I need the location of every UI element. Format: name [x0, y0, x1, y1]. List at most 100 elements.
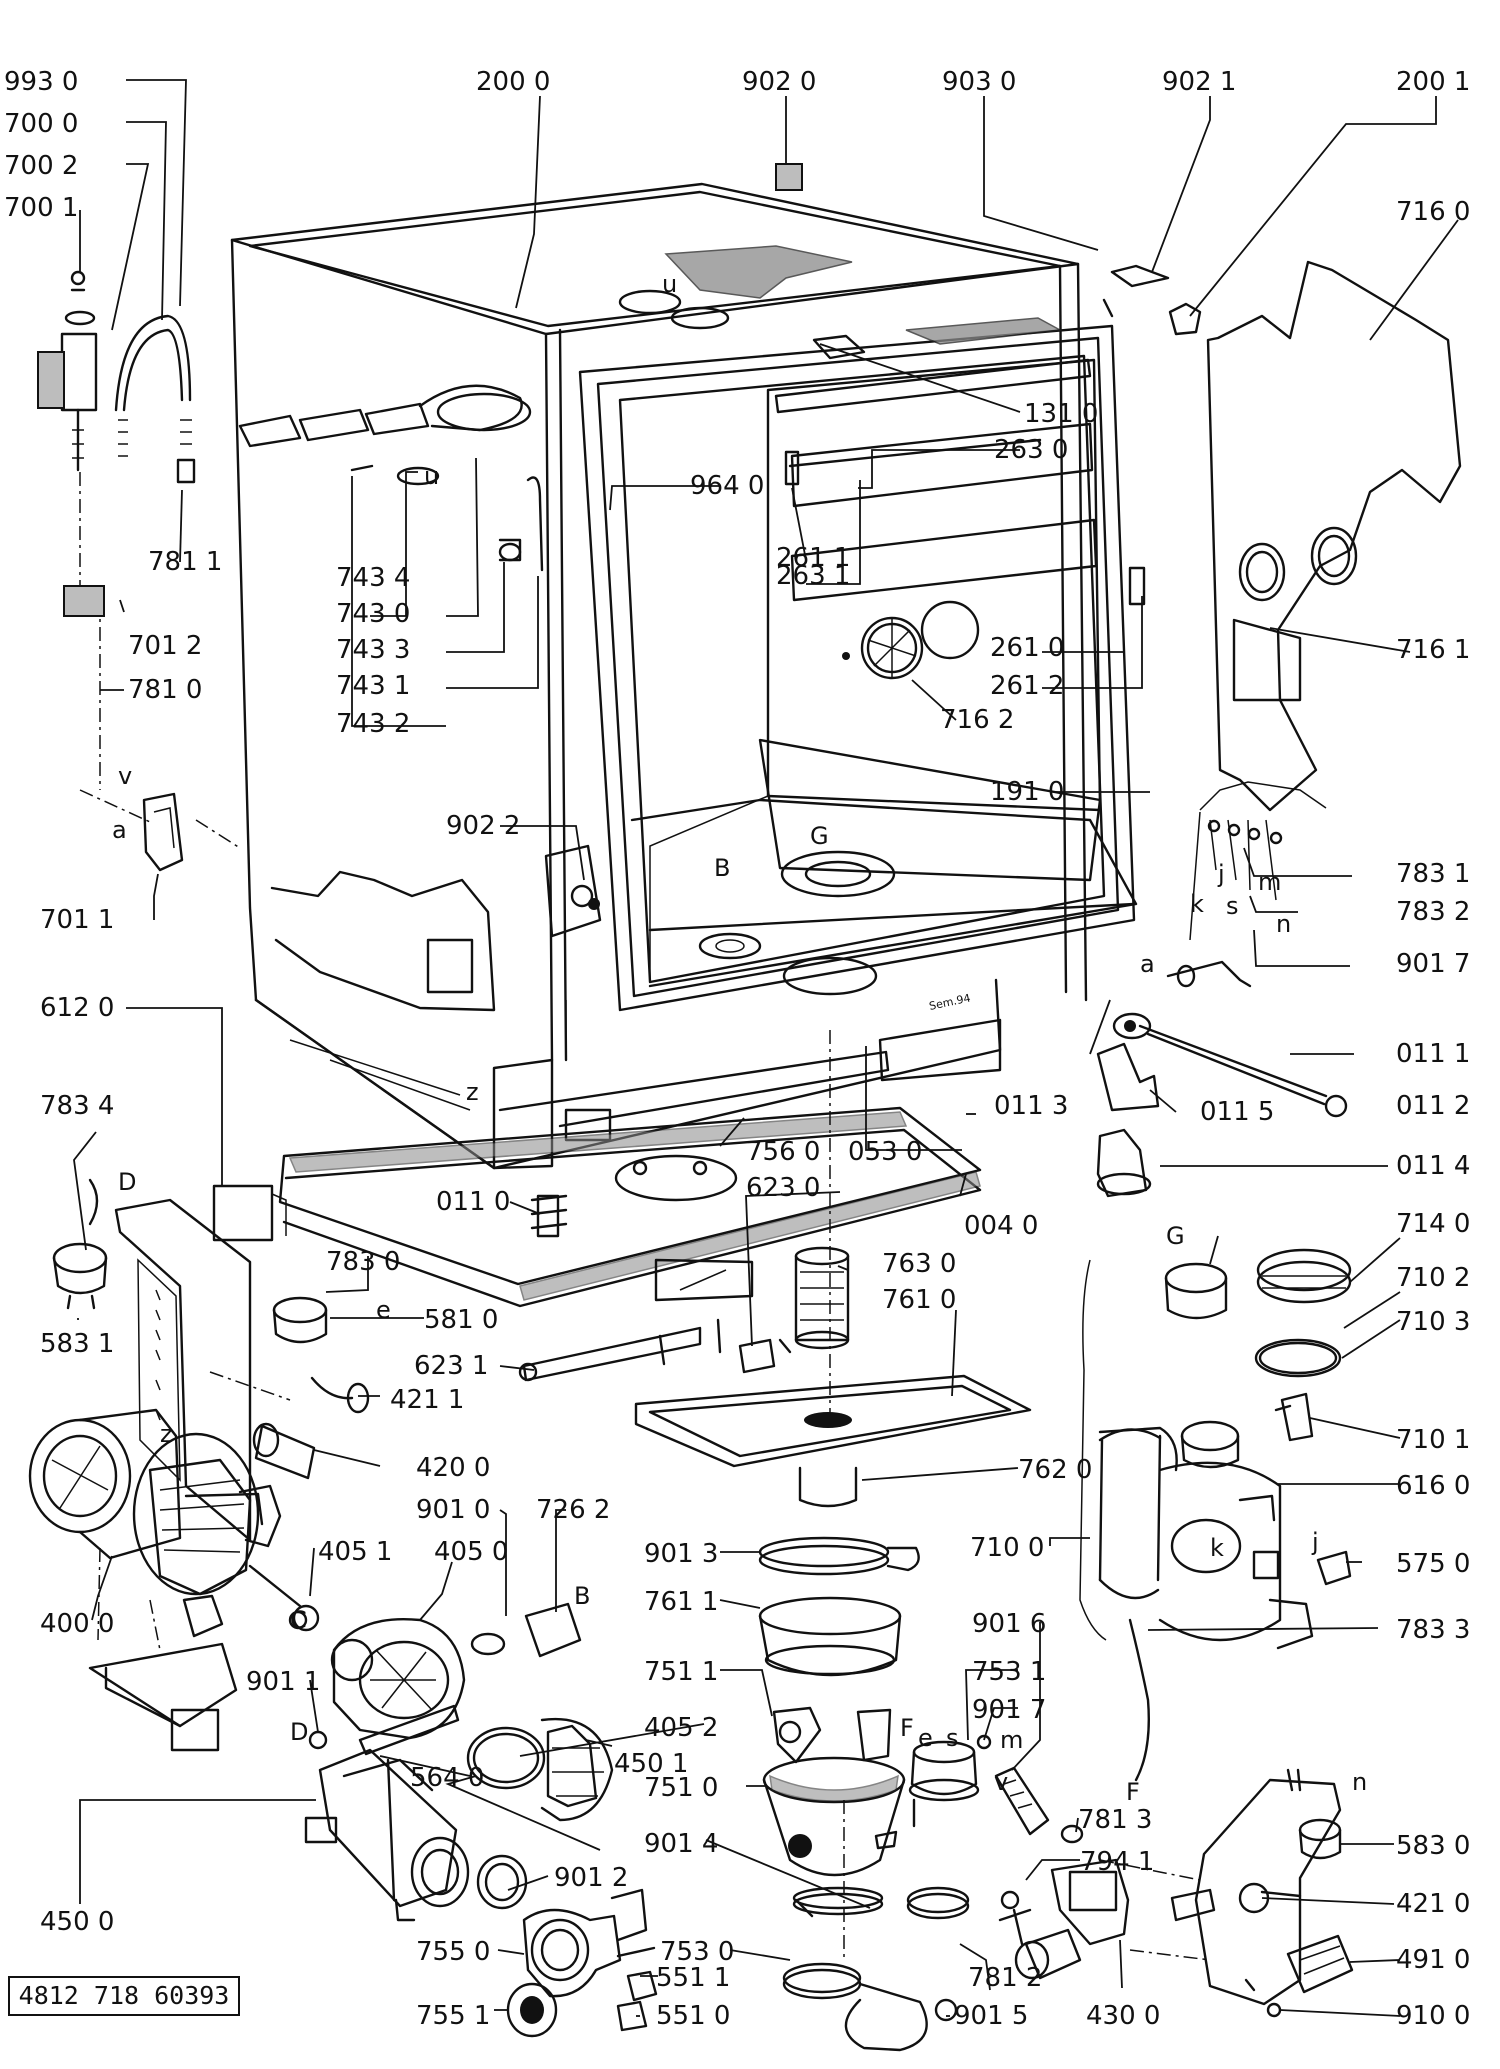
label-623-0: 623 0: [746, 1173, 820, 1203]
label-762-0: 762 0: [1018, 1455, 1092, 1485]
label-783-4: 783 4: [40, 1091, 114, 1121]
label-743-4: 743 4: [336, 563, 410, 593]
label-551-0: 551 0: [656, 2001, 730, 2031]
label-421-1: 421 1: [390, 1385, 464, 1415]
label-755-0: 755 0: [416, 1937, 490, 1967]
label-710-0: 710 0: [970, 1533, 1044, 1563]
letter-f: F: [900, 1714, 914, 1742]
label-261-1: 261 1: [776, 543, 850, 573]
filter-assembly: [634, 1246, 1032, 1508]
label-901-2: 901 2: [554, 1863, 628, 1893]
label-901-4: 901 4: [644, 1829, 718, 1859]
label-430-0: 430 0: [1086, 2001, 1160, 2031]
label-011-1: 011 1: [1396, 1039, 1470, 1069]
letter-b: B: [574, 1582, 590, 1610]
label-405-1: 405 1: [318, 1537, 392, 1567]
label-781-3: 781 3: [1078, 1805, 1152, 1835]
label-583-1: 583 1: [40, 1329, 114, 1359]
label-200-1: 200 1: [1396, 67, 1470, 97]
label-783-3: 783 3: [1396, 1615, 1470, 1645]
label-131-0: 131 0: [1024, 399, 1098, 429]
label-400-0: 400 0: [40, 1609, 114, 1639]
label-405-2: 405 2: [644, 1713, 718, 1743]
manufacturer-stamp: Sem.94: [928, 991, 972, 1012]
heater-tube-assembly: [1096, 960, 1348, 1198]
letter-n: n: [1352, 1768, 1367, 1796]
label-901-6: 901 6: [972, 1609, 1046, 1639]
label-714-0: 714 0: [1396, 1209, 1470, 1239]
label-710-1: 710 1: [1396, 1425, 1470, 1455]
label-700-1: 700 1: [4, 193, 78, 223]
label-405-0: 405 0: [434, 1537, 508, 1567]
letter-m: m: [1000, 1726, 1023, 1754]
label-726-2: 726 2: [536, 1495, 610, 1525]
label-421-0: 421 0: [1396, 1889, 1470, 1919]
letter-z: z: [160, 1420, 173, 1448]
label-902-1: 902 1: [1162, 67, 1236, 97]
base-tray: [278, 1030, 982, 1420]
letter-g: G: [810, 822, 829, 850]
label-263-1: 263 1: [776, 561, 850, 591]
label-755-1: 755 1: [416, 2001, 490, 2031]
label-710-3: 710 3: [1396, 1307, 1470, 1337]
label-612-0: 612 0: [40, 993, 114, 1023]
label-753-1: 753 1: [972, 1657, 1046, 1687]
letter-u: u: [662, 270, 677, 298]
letter-a: a: [1140, 950, 1155, 978]
side-insulation-panel: [1206, 260, 1462, 812]
letter-v: v: [994, 1768, 1008, 1796]
label-902-0: 902 0: [742, 67, 816, 97]
letter-k: k: [1210, 1534, 1224, 1562]
label-901-0: 901 0: [416, 1495, 490, 1525]
label-011-3: 011 3: [994, 1091, 1068, 1121]
hose-connector-assembly: [37, 270, 241, 872]
label-783-2: 783 2: [1396, 897, 1470, 927]
part-labels: 993 0 700 0 700 2 700 1 200 0 902 0 903 …: [4, 67, 1470, 2031]
label-581-0: 581 0: [424, 1305, 498, 1335]
letter-c: C: [290, 1606, 307, 1634]
connection-letters: u u v a G B j k s m n a z D e G z k j C …: [112, 270, 1367, 1806]
letter-f: F: [1126, 1778, 1140, 1806]
letter-u: u: [424, 462, 439, 490]
label-781-0: 781 0: [128, 675, 202, 705]
label-420-0: 420 0: [416, 1453, 490, 1483]
label-716-2: 716 2: [940, 705, 1014, 735]
letter-m: m: [1258, 868, 1281, 896]
label-743-0: 743 0: [336, 599, 410, 629]
label-901-7a: 901 7: [1396, 949, 1470, 979]
water-softener-assembly: [1079, 1248, 1352, 1782]
label-700-0: 700 0: [4, 109, 78, 139]
label-011-0: 011 0: [436, 1187, 510, 1217]
label-200-0: 200 0: [476, 67, 550, 97]
label-781-1: 781 1: [148, 547, 222, 577]
label-761-1: 761 1: [644, 1587, 718, 1617]
label-551-1: 551 1: [656, 1963, 730, 1993]
label-964-0: 964 0: [690, 471, 764, 501]
label-743-2: 743 2: [336, 709, 410, 739]
label-783-1: 783 1: [1396, 859, 1470, 889]
label-450-1: 450 1: [614, 1749, 688, 1779]
label-910-0: 910 0: [1396, 2001, 1470, 2031]
letter-b: B: [714, 854, 730, 882]
label-716-0: 716 0: [1396, 197, 1470, 227]
label-761-0: 761 0: [882, 1285, 956, 1315]
label-902-2: 902 2: [446, 811, 520, 841]
letter-g: G: [1166, 1222, 1185, 1250]
label-701-2: 701 2: [128, 631, 202, 661]
label-491-0: 491 0: [1396, 1945, 1470, 1975]
document-number-box: 4812 718 60393: [8, 1976, 240, 2016]
letter-e: e: [918, 1724, 933, 1752]
label-700-2: 700 2: [4, 151, 78, 181]
cabinet-frame: Sem.94: [230, 182, 1138, 1170]
letter-a: a: [112, 816, 127, 844]
label-564-0: 564 0: [410, 1763, 484, 1793]
letter-v: v: [118, 762, 132, 790]
label-583-0: 583 0: [1396, 1831, 1470, 1861]
label-716-1: 716 1: [1396, 635, 1470, 665]
label-004-0: 004 0: [964, 1211, 1038, 1241]
label-794-1: 794 1: [1080, 1847, 1154, 1877]
spray-arm-part: [842, 600, 980, 680]
letter-j: j: [1217, 860, 1225, 888]
